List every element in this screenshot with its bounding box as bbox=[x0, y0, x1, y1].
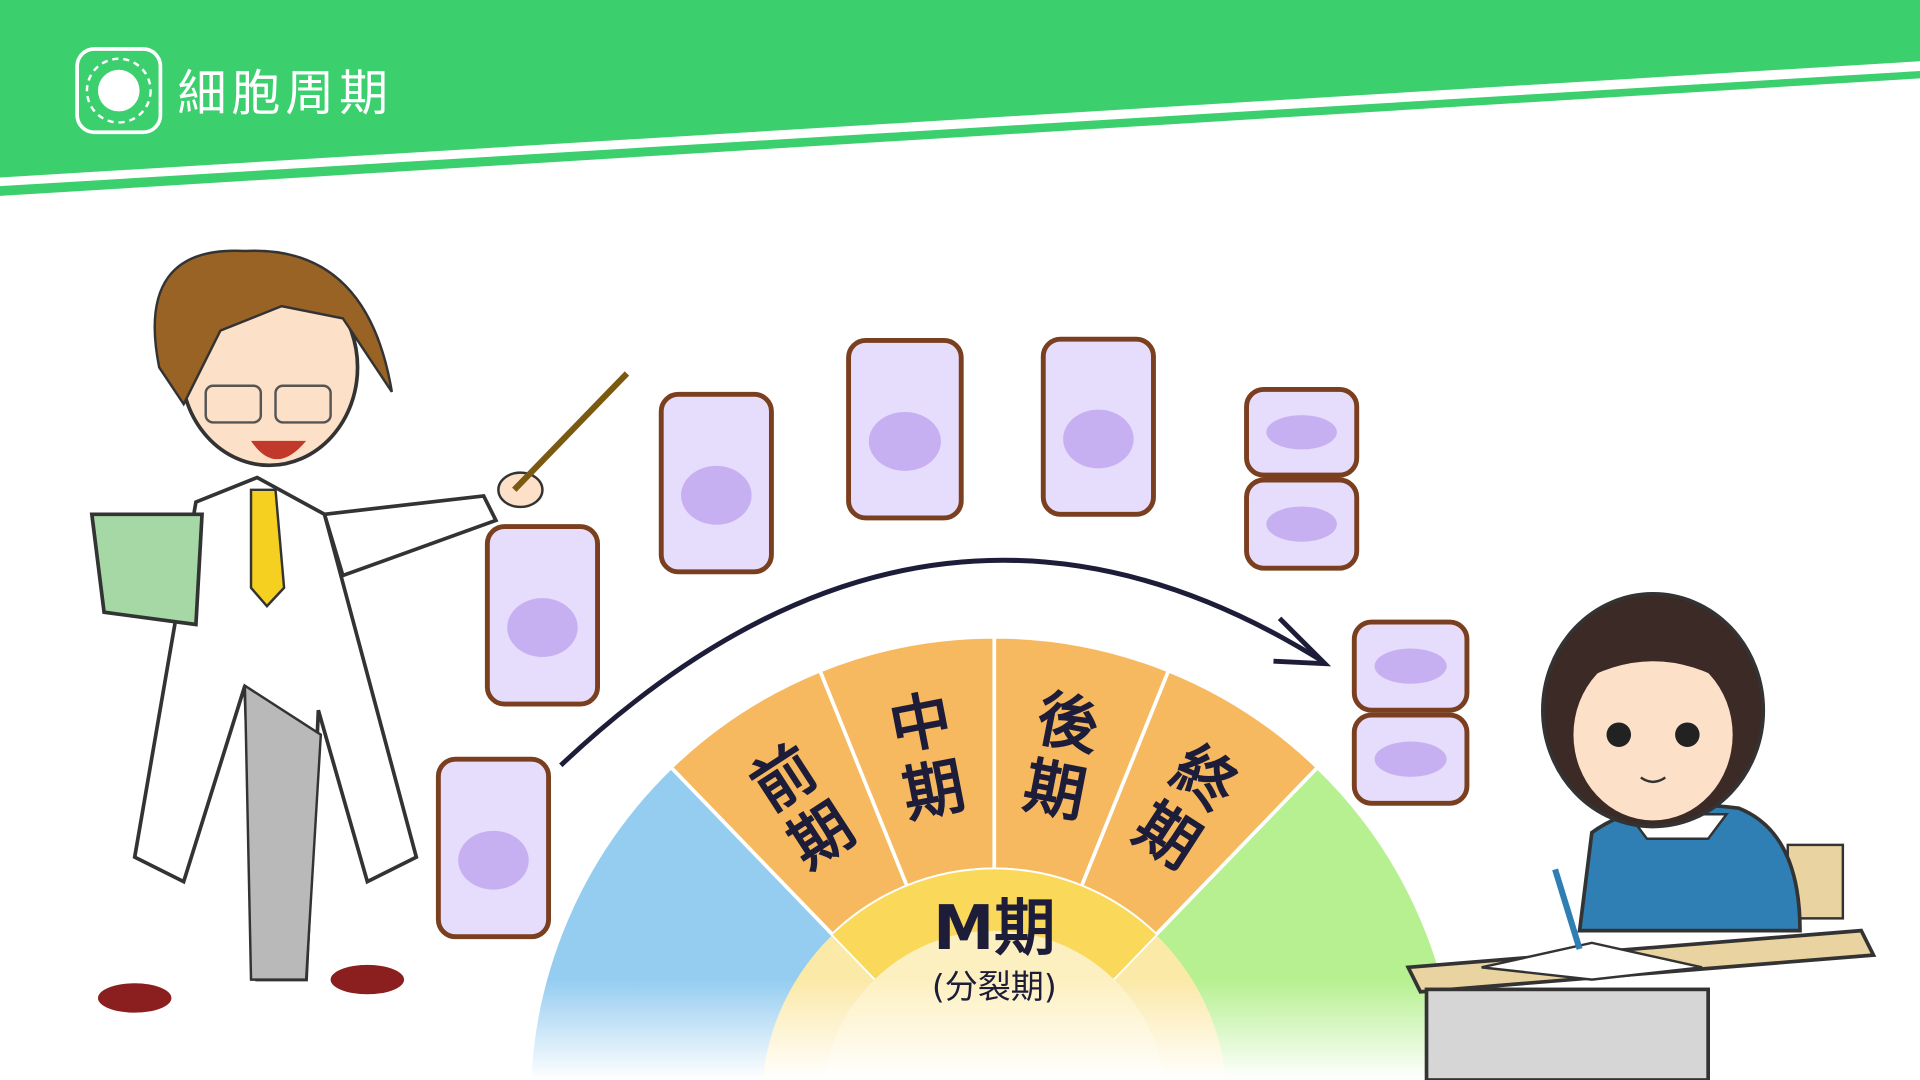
progress-arrow bbox=[559, 557, 1332, 768]
interphase-cell bbox=[435, 756, 552, 940]
bottom-fade bbox=[514, 979, 1494, 1080]
phase-label-top: 後 bbox=[1031, 683, 1105, 765]
metaphase-label: 中期 bbox=[884, 683, 971, 832]
anaphase-cell bbox=[1040, 336, 1156, 517]
metaphase-cell bbox=[846, 337, 964, 521]
telophase-bottom-cell bbox=[1244, 477, 1360, 571]
phase-label-bottom: 期 bbox=[897, 750, 971, 831]
header-banner bbox=[0, 0, 1920, 196]
cell-icon bbox=[75, 47, 163, 135]
phase-label-bottom: 期 bbox=[1018, 750, 1092, 831]
telophase-top-cell bbox=[1244, 386, 1360, 478]
center-labels: M期(分裂期) bbox=[932, 893, 1057, 1006]
daughter-top-cell bbox=[1351, 619, 1470, 713]
anaphase-label: 後期 bbox=[1018, 683, 1105, 832]
m-phase-sublabel: (分裂期) bbox=[932, 967, 1057, 1006]
page-title: 細胞周期 bbox=[178, 65, 393, 122]
student-character bbox=[1405, 592, 1877, 1080]
m-phase-band bbox=[832, 869, 1156, 979]
prometaphase-cell bbox=[658, 391, 774, 575]
m-phase-label: M期 bbox=[933, 893, 1055, 964]
phase-label-top: 中 bbox=[884, 683, 958, 764]
prophase-cell bbox=[484, 524, 600, 707]
daughter-bottom-cell bbox=[1351, 712, 1470, 806]
teacher-character bbox=[89, 249, 630, 1013]
